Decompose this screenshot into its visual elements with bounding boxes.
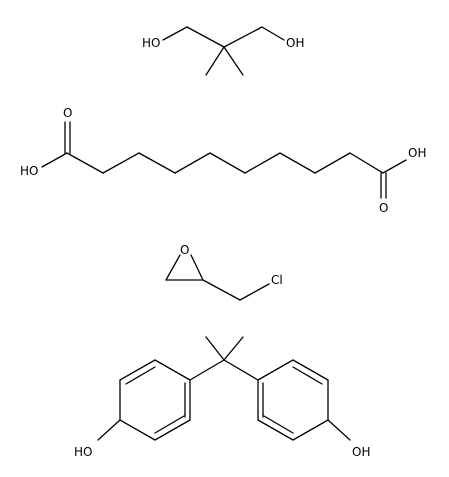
bond: [292, 419, 329, 441]
bond: [261, 26, 285, 41]
atom-label-ho: HO: [20, 164, 38, 178]
atom-label-oh: OH: [286, 36, 304, 50]
molecule-neopentyl-glycol: HO OH: [142, 26, 304, 76]
atom-label-o: O: [379, 201, 388, 215]
bond: [119, 359, 156, 381]
bond: [244, 152, 281, 174]
molecule-decanedioic-acid: O HO OH O: [20, 106, 426, 215]
bond: [292, 366, 323, 385]
bond: [263, 415, 294, 434]
bond: [66, 152, 104, 174]
bond: [239, 283, 270, 301]
bond: [138, 152, 176, 174]
bond: [154, 419, 191, 441]
bond: [174, 152, 211, 174]
bond: [314, 152, 351, 174]
molecule-epichlorohydrin: O Cl: [165, 243, 283, 301]
bond: [223, 359, 259, 381]
atom-label-oh: OH: [352, 445, 370, 459]
bond: [349, 152, 384, 174]
bond: [119, 419, 156, 441]
bond: [209, 152, 246, 174]
molecule-bisphenol-a: HO OH: [74, 336, 370, 459]
bond: [154, 415, 185, 434]
atom-label-o: O: [63, 106, 72, 120]
bond: [41, 152, 68, 168]
atom-label-cl: Cl: [271, 273, 283, 287]
bond: [102, 152, 140, 174]
bond: [162, 26, 188, 41]
bond: [205, 336, 225, 361]
bond: [97, 419, 121, 441]
bond: [223, 336, 244, 361]
bond: [189, 359, 225, 381]
bond: [257, 419, 294, 441]
bond: [257, 359, 294, 381]
bond: [154, 359, 191, 381]
bond: [382, 159, 407, 174]
bond: [205, 46, 225, 76]
bond: [279, 152, 316, 174]
bond: [292, 359, 329, 381]
bond: [186, 26, 225, 48]
bond: [223, 46, 244, 76]
bond: [165, 254, 181, 281]
bond: [223, 26, 263, 48]
bond: [327, 419, 351, 441]
bond: [190, 254, 204, 281]
atom-label-oh: OH: [408, 146, 426, 160]
atom-label-ho: HO: [142, 36, 160, 50]
bond: [202, 279, 241, 301]
bond: [125, 366, 156, 385]
atom-label-o: O: [180, 243, 189, 257]
atom-label-ho: HO: [74, 445, 92, 459]
